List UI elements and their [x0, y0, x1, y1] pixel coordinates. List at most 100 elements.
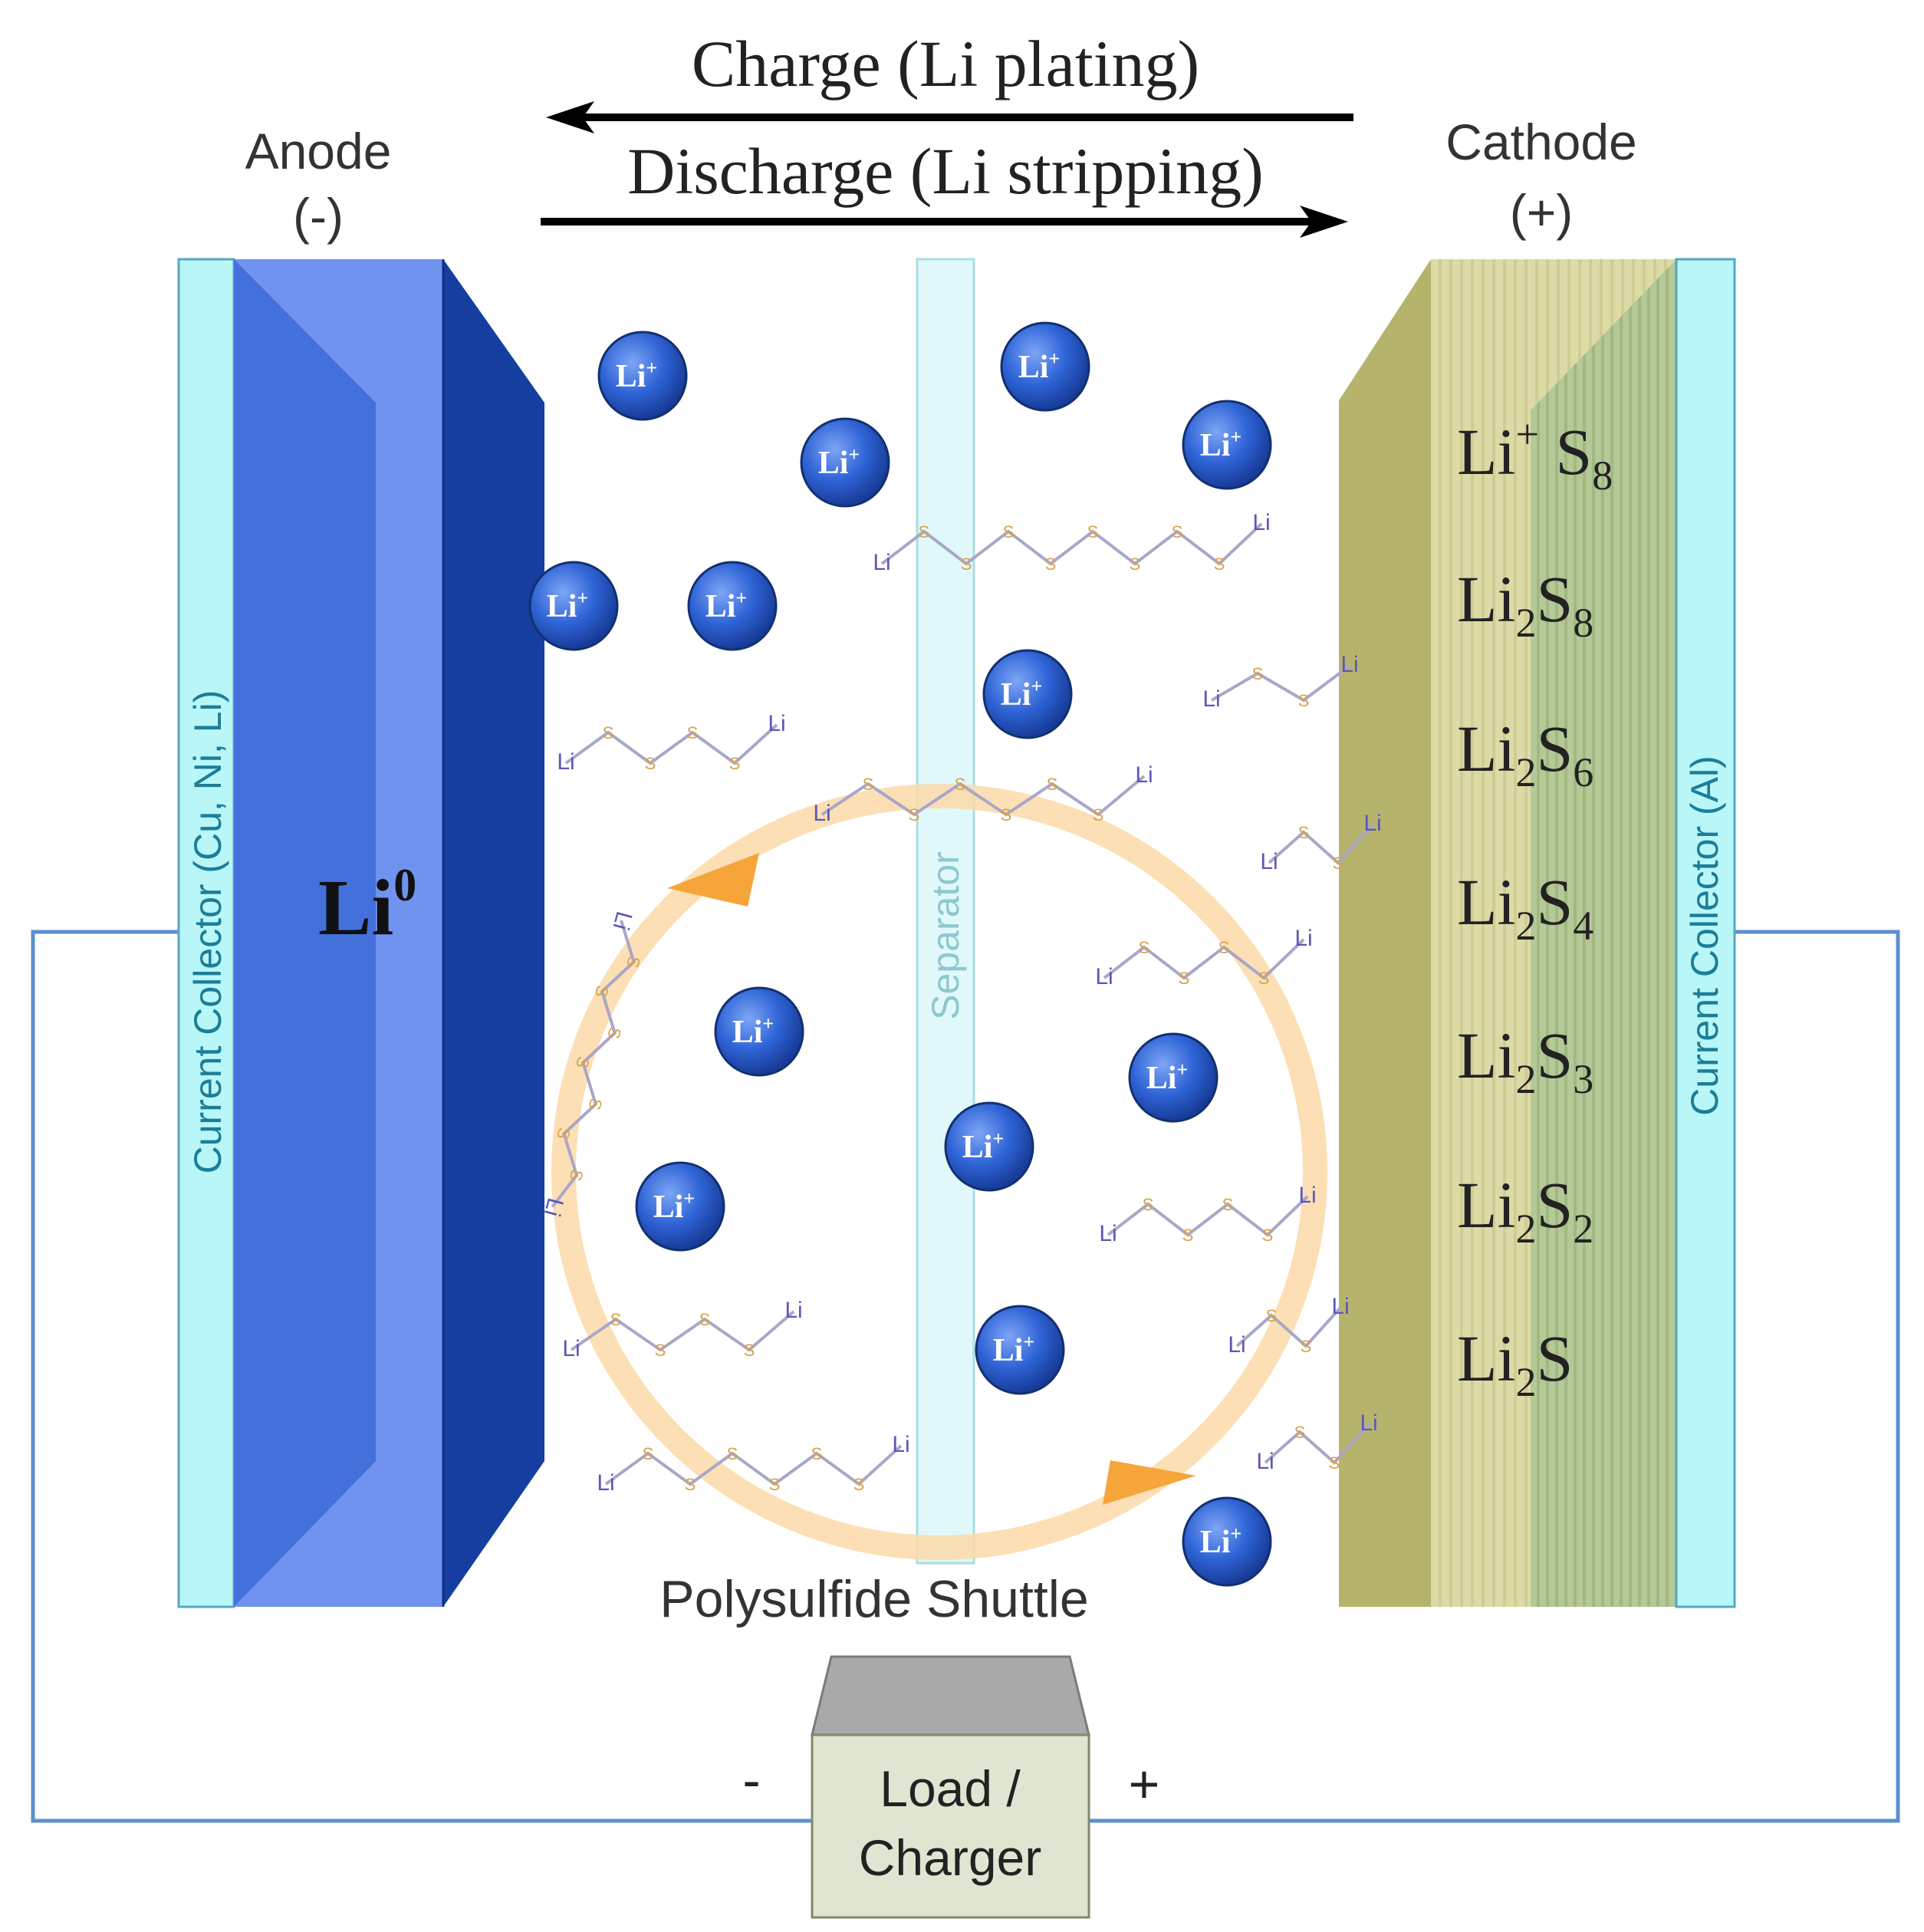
cathode-title: Cathode — [1445, 114, 1637, 170]
separator-label: Separator — [924, 851, 967, 1020]
chain-li-atom: Li — [1135, 762, 1153, 788]
chain-bonds — [1235, 1306, 1342, 1348]
cathode-current-collector — [1675, 258, 1736, 1608]
li-ion-sphere — [687, 561, 778, 651]
li-ion-charge: + — [1230, 426, 1242, 448]
li-ion-sphere — [982, 649, 1073, 739]
li-ion-label: Li+ — [962, 1127, 1005, 1165]
chain-s-atom: S — [643, 1444, 654, 1463]
chain-li-atom: Li — [813, 801, 830, 826]
chain-s-atom: S — [919, 522, 930, 541]
li-ion-label: Li+ — [1146, 1058, 1189, 1096]
separator — [916, 258, 975, 1565]
chain-s-atom: S — [1172, 522, 1183, 541]
li-ion-charge: + — [683, 1187, 695, 1210]
chain-s-atom: S — [655, 1341, 666, 1360]
chain-s-atom: S — [853, 1475, 865, 1494]
li-ion: Li+ — [800, 417, 890, 508]
chain-li-atom: Li — [892, 1432, 909, 1457]
chain-s-atom: S — [1329, 1453, 1340, 1473]
chain-li-atom: Li — [607, 909, 636, 933]
species-part: 2 — [1515, 1206, 1536, 1252]
li-ion: Li+ — [635, 1161, 725, 1252]
chain-bonds — [880, 522, 1263, 566]
load-label-line2: Charger — [859, 1829, 1041, 1886]
anode-collector-label: Current Collector (Cu, Ni, Li) — [186, 690, 229, 1174]
li-ion-base: Li — [1146, 1061, 1177, 1096]
li-ion-label: Li+ — [818, 443, 860, 481]
chain-s-atom: S — [1182, 1226, 1194, 1245]
chain-s-atom: S — [610, 1310, 622, 1329]
anode-li-metal — [234, 259, 544, 1607]
chain-s-atom: S — [1333, 854, 1344, 873]
species-part: 8 — [1592, 453, 1613, 499]
li-ion-charge: + — [577, 587, 588, 609]
li-ion-base: Li — [1001, 677, 1031, 713]
li-ion: Li+ — [687, 561, 778, 651]
chain-s-atom: S — [1179, 969, 1190, 988]
species-part: 8 — [1573, 600, 1593, 646]
chain-bonds — [551, 920, 636, 1208]
li-ion: Li+ — [982, 649, 1073, 739]
li-ion-sphere — [714, 986, 804, 1077]
chain-li-atom: Li — [1252, 510, 1270, 535]
chain-li-atom: Li — [1228, 1332, 1245, 1358]
chain-s-atom: S — [1258, 969, 1270, 988]
chain-li-atom: Li — [1099, 1221, 1117, 1246]
chain-s-atom: S — [699, 1310, 711, 1329]
chain-li-atom: Li — [1294, 926, 1312, 951]
species-part: 3 — [1573, 1056, 1593, 1102]
species-part: Li — [1457, 1168, 1515, 1242]
shuttle-arrow-upper — [667, 853, 759, 907]
anode-title: Anode — [245, 123, 392, 179]
chain-bonds — [604, 1444, 903, 1486]
chain-s-atom: S — [623, 954, 644, 970]
chain-li-atom: Li — [1360, 1410, 1377, 1436]
li-ion-base: Li — [993, 1333, 1024, 1368]
chain-li-atom: Li — [1095, 964, 1113, 989]
species-part: S — [1539, 415, 1592, 489]
chain-s-atom: S — [1001, 805, 1012, 824]
species-part: Li — [1457, 1321, 1515, 1395]
chain-bonds — [821, 775, 1146, 817]
li-ion-sphere — [597, 331, 688, 421]
chain-bonds — [1264, 1423, 1370, 1465]
chain-s-atom: S — [685, 1475, 696, 1494]
chain-li-atom: Li — [768, 711, 785, 736]
species-part: + — [1515, 411, 1538, 457]
li-ion-charge: + — [848, 443, 860, 466]
chain-li-atom: Li — [557, 749, 574, 775]
li-ion-sphere — [800, 417, 890, 508]
li-ion-base: Li — [1200, 1525, 1231, 1560]
species-part: 2 — [1515, 903, 1536, 949]
chain-li-atom: Li — [597, 1470, 614, 1496]
chain-li-atom: Li — [1256, 1449, 1274, 1474]
chain-s-atom: S — [863, 775, 874, 794]
chain-bonds — [1210, 664, 1351, 703]
species-part: 2 — [1515, 600, 1536, 646]
li-ion-label: Li+ — [993, 1331, 1035, 1368]
species-part: Li — [1457, 415, 1515, 489]
chain-bonds — [570, 1310, 795, 1352]
chain-s-atom: S — [1003, 522, 1015, 541]
species-part: 2 — [1573, 1206, 1593, 1252]
li-ion-charge: + — [1230, 1522, 1242, 1545]
li-ion-label: Li+ — [1001, 675, 1043, 713]
cathode-species-6: Li2S — [1457, 1321, 1573, 1405]
li-ion-sphere — [1182, 400, 1272, 490]
chain-s-atom: S — [584, 1096, 606, 1112]
cathode-species-4: Li2S3 — [1457, 1019, 1593, 1102]
li-ion: Li+ — [528, 561, 619, 651]
cathode-species-2: Li2S6 — [1457, 712, 1593, 795]
chain-s-atom: S — [566, 1167, 587, 1183]
discharge-label: Discharge (Li stripping) — [627, 134, 1264, 208]
chain-s-atom: S — [1298, 823, 1310, 842]
li-ion-charge: + — [646, 357, 657, 379]
li-ion-label: Li+ — [616, 357, 658, 394]
li-ion-base: Li — [653, 1190, 684, 1225]
charge-arrow — [546, 101, 1353, 133]
chain-bonds — [564, 723, 778, 765]
